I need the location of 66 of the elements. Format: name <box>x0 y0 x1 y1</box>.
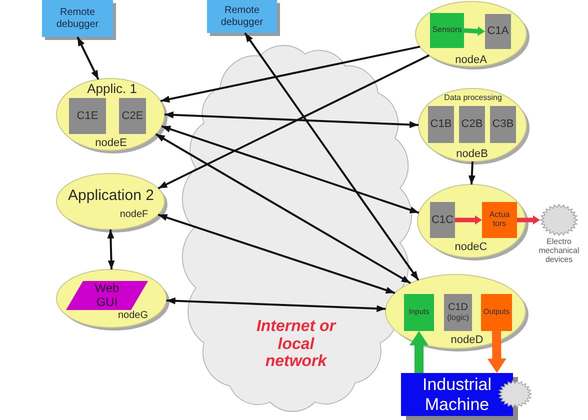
node-heading: Application 2 <box>67 188 155 205</box>
arrow <box>468 161 476 185</box>
component-label: C3B <box>492 118 514 131</box>
arrow <box>158 54 430 190</box>
node-ellipse <box>416 183 530 262</box>
machine-label: Industrial Machine <box>422 375 492 414</box>
arrow <box>464 26 485 36</box>
component-label: C2B <box>461 118 483 131</box>
gear-icon <box>540 204 578 236</box>
gui-label: Web GUI <box>94 282 120 309</box>
component-block <box>459 106 485 143</box>
component-block <box>430 202 455 238</box>
double-arrow <box>164 111 419 128</box>
double-arrow <box>107 229 115 270</box>
double-arrow <box>244 32 420 281</box>
component-block <box>404 294 434 331</box>
node-label: nodeD <box>450 334 484 346</box>
cloud-label: Internet or local network <box>255 318 338 371</box>
node-ellipse <box>55 268 171 332</box>
double-arrow <box>76 36 100 80</box>
component-block <box>482 202 517 238</box>
node-label: nodeC <box>454 241 488 254</box>
node-ellipse <box>417 87 531 166</box>
component-label: C1B <box>430 118 452 131</box>
component-label: Actua tors <box>488 211 511 229</box>
component-label: C1C <box>431 214 454 226</box>
component-block <box>69 98 106 134</box>
arrow <box>455 215 482 225</box>
gui-panel <box>66 281 148 310</box>
node-label: nodeB <box>455 148 489 160</box>
debugger-label: Remote debugger <box>55 7 100 30</box>
node-label: nodeG <box>116 310 150 322</box>
machine-block <box>401 373 513 416</box>
node-ellipse <box>414 0 531 71</box>
node-label: nodeE <box>94 137 128 150</box>
node-heading: Applic. 1 <box>86 82 138 97</box>
node-label: nodeA <box>454 54 488 66</box>
arrow <box>410 331 428 373</box>
component-block <box>444 294 472 331</box>
debugger-box <box>42 0 113 37</box>
component-label: C2E <box>122 110 144 122</box>
component-note: (logic) <box>447 314 469 323</box>
node-heading: Data processing <box>443 94 503 103</box>
component-block <box>430 13 464 48</box>
double-arrow <box>166 297 386 312</box>
node-ellipse <box>55 77 169 155</box>
node-label: nodeF <box>118 209 150 220</box>
double-arrow <box>158 214 396 294</box>
component-label: Sensors <box>432 26 462 35</box>
component-label: C1D <box>448 302 468 314</box>
component-block <box>481 294 512 331</box>
device-caption: Electro mechanical devices <box>538 238 580 265</box>
debugger-box <box>207 0 277 33</box>
node-ellipse <box>384 273 530 353</box>
arrow <box>517 215 540 225</box>
component-block <box>119 98 146 134</box>
component-block <box>428 106 454 143</box>
debugger-label: Remote debugger <box>220 5 264 28</box>
component-label: C1A <box>487 25 509 38</box>
component-label: C1E <box>76 110 98 122</box>
node-ellipse <box>55 172 169 234</box>
double-arrow <box>155 133 412 284</box>
arrow <box>160 46 420 103</box>
component-block <box>490 106 516 143</box>
component-block <box>485 14 511 49</box>
double-arrow <box>161 125 420 214</box>
